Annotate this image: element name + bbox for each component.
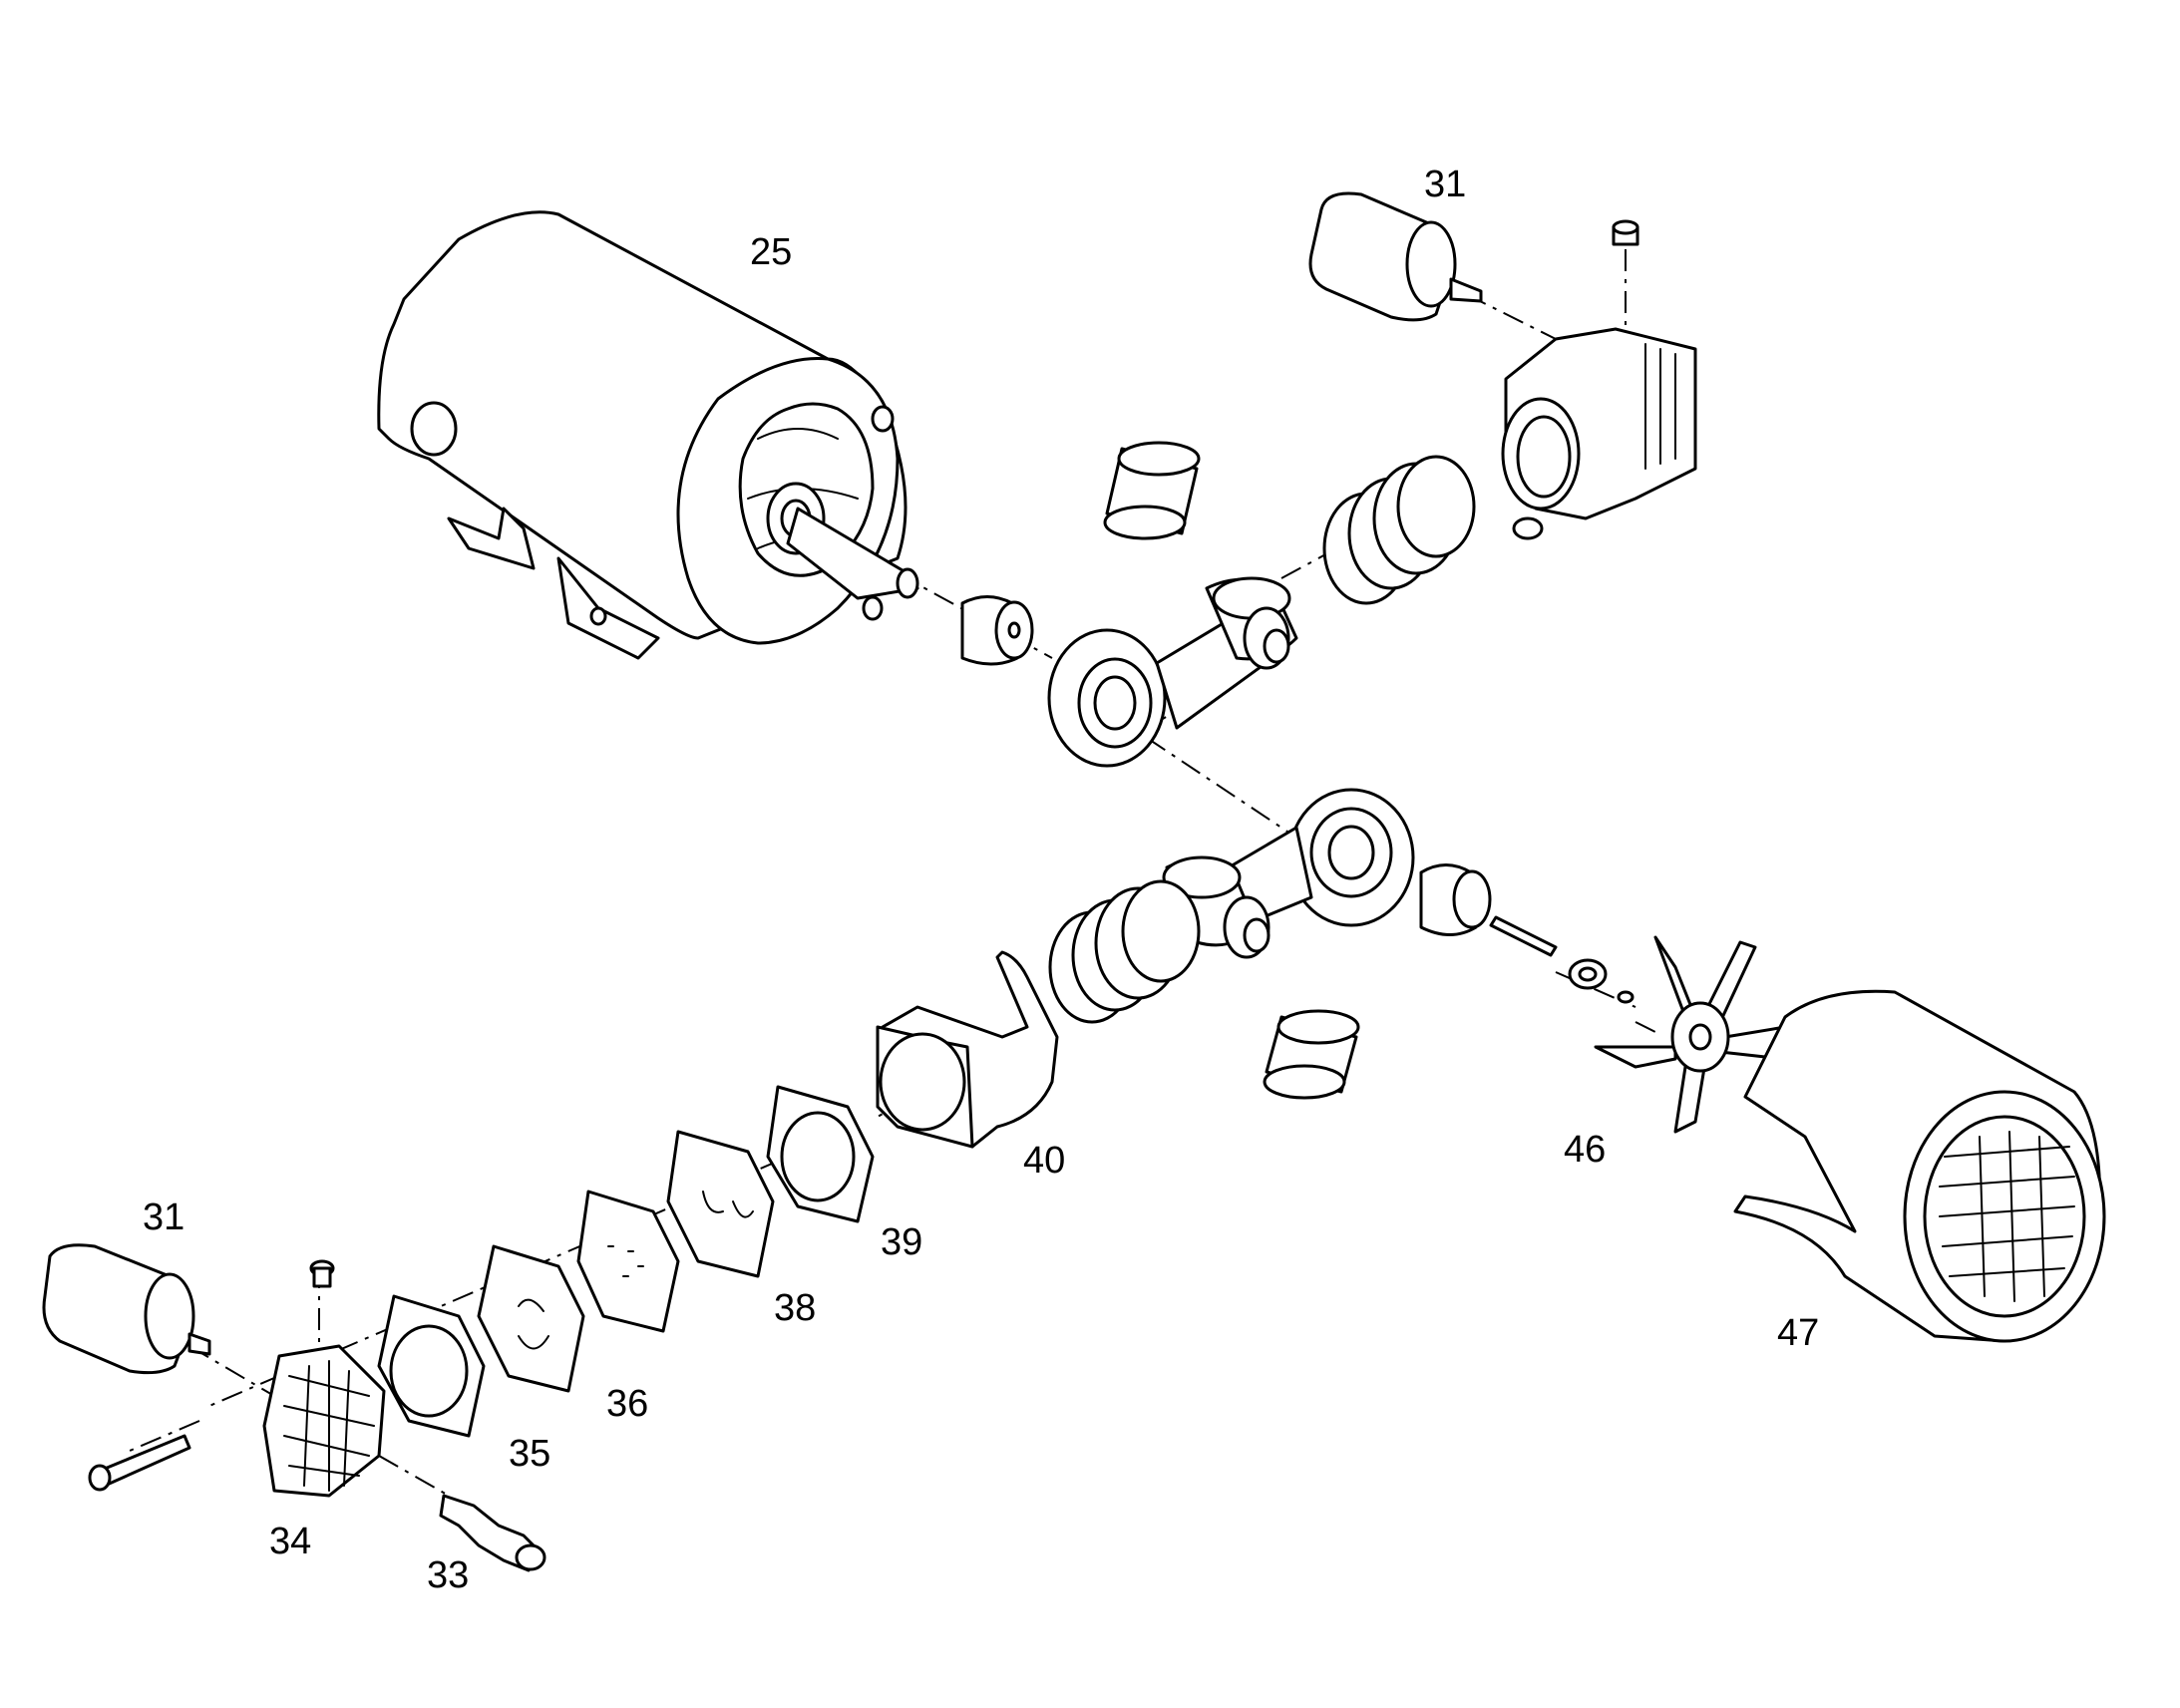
callout-cylinder: 40 <box>1023 1140 1065 1182</box>
bushing-ring-lower <box>1263 1009 1360 1100</box>
cylinder-head-upper <box>1501 219 1697 540</box>
valve-part-33 <box>439 1494 546 1572</box>
callout-labels: 25 31 31 33 34 35 36 38 39 40 46 47 <box>143 164 1819 1596</box>
plate-part-36 <box>576 1190 680 1333</box>
cylinder-part-40 <box>876 950 1059 1149</box>
callout-motor: 25 <box>750 231 792 273</box>
gasket-part-35 <box>477 1244 585 1393</box>
filter-top-part-31 <box>1308 191 1483 322</box>
motor-part-25 <box>377 210 919 660</box>
coupling-lower <box>1419 863 1635 1004</box>
valve-plate-part-38 <box>666 1130 775 1278</box>
gasket-part-39 <box>766 1085 875 1223</box>
callout-gasket-39: 39 <box>881 1221 922 1263</box>
callout-plate-38: 38 <box>774 1287 816 1329</box>
piston-rings-upper <box>1322 455 1476 605</box>
connecting-rod-upper <box>1047 576 1298 768</box>
coupling-upper <box>960 595 1034 666</box>
fan-shroud-part-47 <box>1733 989 2106 1343</box>
callout-head-plate: 34 <box>269 1521 311 1562</box>
callout-fan-shroud: 47 <box>1777 1312 1819 1354</box>
callout-valve: 33 <box>427 1554 469 1596</box>
callout-gasket-35: 35 <box>509 1433 550 1475</box>
filter-bottom-part-31 <box>42 1243 211 1375</box>
callout-filter-top: 31 <box>1424 164 1466 205</box>
callout-plate-36: 36 <box>606 1383 648 1425</box>
callout-filter-bottom: 31 <box>143 1196 184 1238</box>
connecting-rod-lower <box>1162 788 1415 959</box>
head-plate-part-34 <box>262 1259 386 1498</box>
callout-fan: 46 <box>1564 1129 1606 1171</box>
bolt <box>88 1434 191 1492</box>
head-gasket <box>377 1294 486 1438</box>
bushing-ring-upper <box>1103 441 1201 540</box>
piston-rings-lower <box>1048 879 1201 1024</box>
